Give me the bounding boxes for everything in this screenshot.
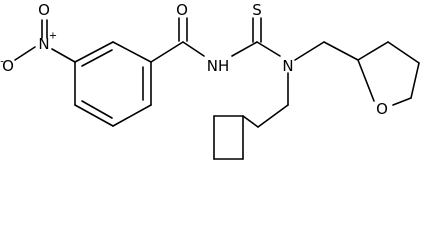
bond-o-minus-n [14, 46, 36, 61]
bond-thf-4 [392, 97, 412, 106]
bond-ring-4 [112, 104, 152, 127]
bond-thf-5 [357, 59, 375, 102]
charge-nitro-o-minus: - [0, 57, 4, 68]
atom-ring-o: O [376, 100, 388, 118]
bond-thione-c-n [256, 41, 281, 57]
bond-ring-1 [74, 41, 114, 63]
bond-n-ring [51, 48, 76, 63]
bond-ring-2 [112, 41, 152, 63]
bonds [14, 17, 420, 160]
atom-nitro-n: N [38, 35, 49, 53]
bond-ch2-thf [323, 41, 359, 61]
atom-nitro-o-minus: O [2, 57, 14, 75]
bond-cb-1 [242, 115, 259, 128]
atom-amide-nh: NH [207, 57, 230, 75]
chemical-structure: O - N + O O NH S N O [0, 1, 420, 160]
bond-ring-5-inner [81, 100, 113, 119]
atom-amine-n: N [282, 57, 293, 75]
charge-nitro-n: + [49, 31, 57, 42]
bond-nh-thione-c [231, 41, 258, 57]
bond-thf-2 [387, 41, 420, 64]
atom-thione-s: S [252, 1, 262, 19]
bond-thf-3 [410, 62, 420, 99]
bond-n-ch2-right [294, 41, 325, 61]
bond-thf-1 [357, 41, 389, 61]
atom-carbonyl-o: O [176, 1, 188, 19]
bond-ring-5 [74, 104, 114, 127]
bond-ch2-cyclobutyl [257, 104, 289, 128]
atom-labels: O - N + O O NH S N O [0, 1, 388, 118]
bond-carbonyl-nh [182, 41, 205, 57]
atom-nitro-o: O [38, 1, 50, 19]
bond-ring-carbonyl [150, 41, 184, 63]
bond-ring-1-inner [81, 49, 113, 67]
